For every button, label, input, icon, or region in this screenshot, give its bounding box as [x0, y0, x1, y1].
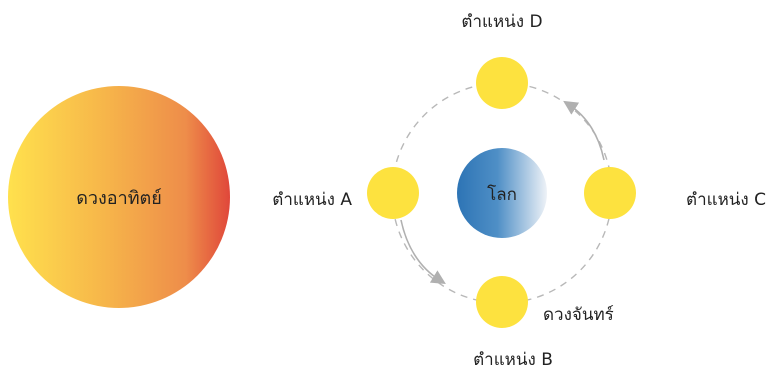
orbit-arrow-a-to-b [400, 219, 446, 285]
orbit-arrow-c-to-d [563, 100, 605, 161]
moon-position-b [476, 276, 528, 328]
position-a-label: ตำแหน่ง A [272, 190, 352, 210]
moon-position-d [476, 57, 528, 109]
position-b-label: ตำแหน่ง B [473, 350, 553, 370]
sun: ดวงอาทิตย์ [8, 86, 230, 308]
moon-label: ดวงจันทร์ [543, 305, 614, 325]
moon-position-a [367, 167, 419, 219]
earth: โลก [457, 148, 547, 238]
position-c-label: ตำแหน่ง C [686, 190, 766, 210]
sun-disc [8, 86, 230, 308]
earth-label: โลก [487, 184, 517, 205]
earth-disc [457, 148, 547, 238]
position-d-label: ตำแหน่ง D [461, 12, 542, 32]
sun-label: ดวงอาทิตย์ [76, 188, 162, 209]
moon-position-c [584, 167, 636, 219]
